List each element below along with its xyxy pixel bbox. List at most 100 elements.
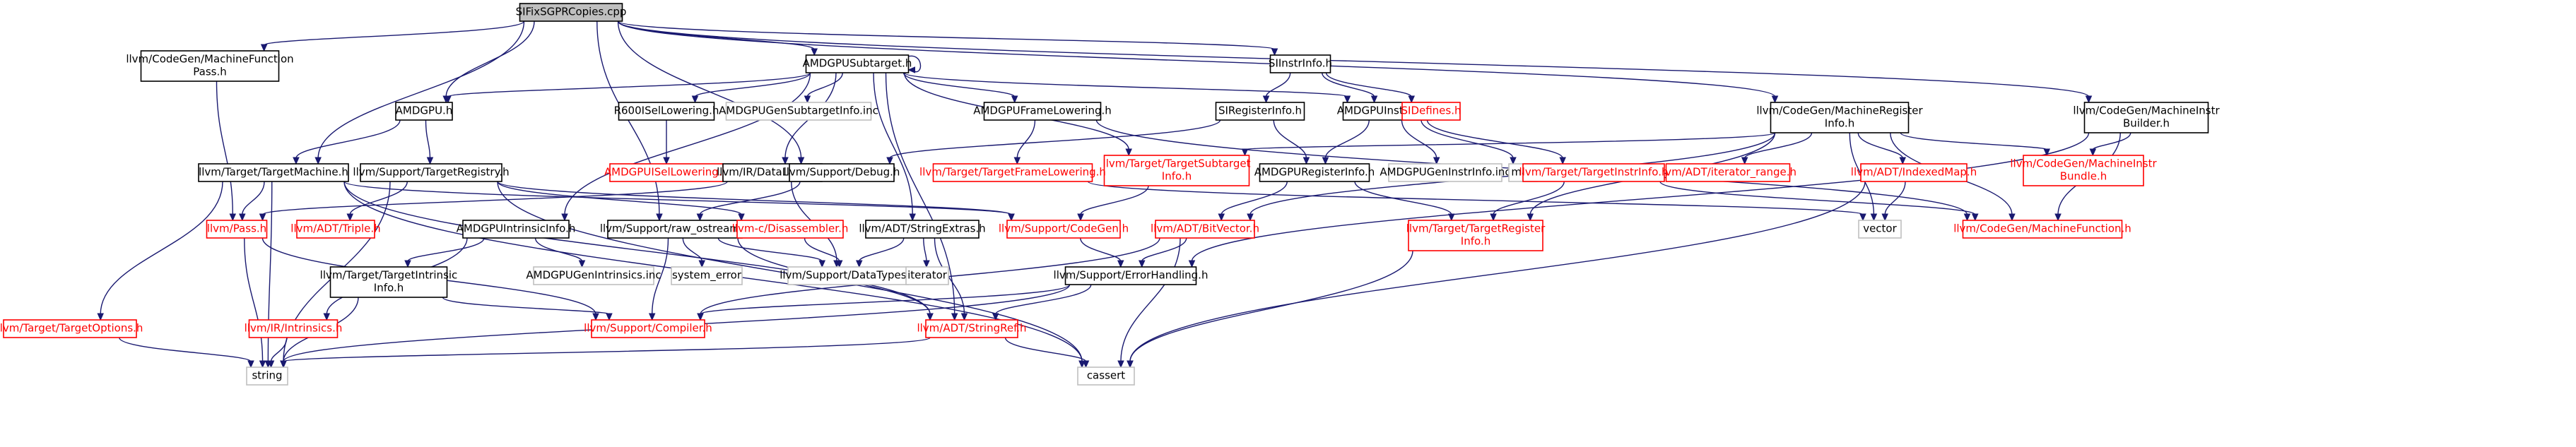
header-node-sidefines[interactable]: SIDefines.h [1401, 102, 1462, 121]
header-node-rawostream[interactable]: llvm/Support/raw_ostream.h [600, 220, 750, 239]
node-box [925, 319, 1018, 338]
node-label: AMDGPUGenInstrInfo.inc [1380, 166, 1510, 179]
node-label: AMDGPU.h [396, 105, 453, 117]
header-node-tinstrinfo[interactable]: llvm/Target/TargetInstrInfo.h [1519, 163, 1669, 182]
edge-bitvector-to-errorhandling [1138, 237, 1187, 268]
header-node-triple[interactable]: llvm/ADT/Triple.h [290, 220, 381, 239]
header-node-r600[interactable]: R600ISelLowering.h [614, 102, 719, 121]
edge-tframelowering-to-vector [1087, 181, 1866, 222]
node-label: llvm/Target/TargetSubtarget [1103, 157, 1251, 170]
edge-disassembler-to-datatypes [804, 237, 843, 268]
header-node-stringextras[interactable]: llvm/ADT/StringExtras.h [859, 220, 986, 239]
header-node-siinstrinfo[interactable]: SIInstrInfo.h [1269, 54, 1332, 73]
node-label: Pass.h [193, 66, 226, 78]
node-box [805, 54, 910, 73]
edge-mri-to-indexedmap [1857, 132, 1907, 165]
header-node-indexedmap[interactable]: llvm/ADT/IndexedMap.h [1851, 163, 1977, 182]
edge-root-to-rawostream [596, 20, 663, 222]
node-box [1269, 54, 1331, 73]
node-box [246, 366, 288, 386]
node-box [932, 163, 1093, 182]
edge-root-to-siinstrinfo [617, 20, 1278, 56]
edge-subtarget-to-gensubtarget [804, 72, 843, 104]
node-label: llvm/Target/TargetOptions.h [0, 322, 143, 335]
node-box [1962, 220, 2123, 239]
node-box [206, 220, 268, 239]
edge-rawostream-to-datatypes [717, 237, 826, 268]
node-label: llvm/ADT/Triple.h [290, 222, 380, 235]
node-box [2083, 102, 2209, 133]
header-node-errorhandling[interactable]: llvm/Support/ErrorHandling.h [1054, 266, 1208, 285]
node-box [1064, 266, 1197, 285]
node-label: llvm/IR/Intrinsics.h [245, 322, 343, 335]
node-label: llvm/CodeGen/MachineFunction [126, 53, 293, 66]
header-node-pass[interactable]: llvm/Pass.h [206, 220, 268, 239]
node-label: AMDGPUIntrinsicInfo.h [457, 222, 576, 235]
node-label: SIInstrInfo.h [1269, 57, 1332, 70]
header-node-cassert: cassert [1077, 366, 1135, 386]
header-node-intrinsicinfo[interactable]: AMDGPUIntrinsicInfo.h [457, 220, 576, 239]
edge-amdgpu-to-targetregistry [425, 119, 434, 165]
header-node-iteratorrange[interactable]: llvm/ADT/iterator_range.h [1659, 163, 1796, 182]
node-box [905, 266, 949, 285]
header-node-targetoptions[interactable]: llvm/Target/TargetOptions.h [0, 319, 143, 338]
node-label: llvm/CodeGen/MachineInstr [2010, 157, 2157, 170]
header-node-framelowering[interactable]: AMDGPUFrameLowering.h [973, 102, 1112, 121]
edge-root-to-amdgpu [442, 20, 535, 104]
node-box [1408, 220, 1543, 251]
node-label: AMDGPUGenSubtargetInfo.inc [719, 105, 878, 117]
node-label: vector [1863, 222, 1897, 235]
node-label: llvm/ADT/IndexedMap.h [1851, 166, 1977, 179]
node-label: Info.h [1162, 170, 1192, 183]
edge-stringextras-to-stringref [934, 237, 968, 321]
header-node-targetmachine[interactable]: llvm/Target/TargetMachine.h [198, 163, 349, 182]
edge-mri-to-mibundle [1900, 132, 2051, 157]
header-node-root[interactable]: SIFixSGPRCopies.cpp [516, 3, 627, 22]
edge-targetmachine-to-pass [239, 181, 265, 222]
header-node-stringref[interactable]: llvm/ADT/StringRef.h [917, 319, 1027, 338]
header-node-amdgpuregisterinfo[interactable]: AMDGPURegisterInfo.h [1254, 163, 1375, 182]
header-node-amdgpu[interactable]: AMDGPU.h [395, 102, 453, 121]
edge-codegen-to-errorhandling [1080, 237, 1124, 268]
edge-stringref-to-cassert [1004, 337, 1090, 369]
node-box [1665, 163, 1791, 182]
edge-mib-to-errorhandling [1188, 132, 2090, 268]
edge-root-to-mri [617, 20, 1779, 104]
header-node-intrinsics[interactable]: llvm/IR/Intrinsics.h [245, 319, 343, 338]
node-box [533, 266, 654, 285]
node-label: Builder.h [2123, 117, 2170, 130]
header-node-genintrinsics: AMDGPUGenIntrinsics.inc [526, 266, 661, 285]
node-box [140, 50, 280, 82]
node-box [1860, 163, 1968, 182]
header-node-machinefunction[interactable]: llvm/CodeGen/MachineFunction.h [1953, 220, 2131, 239]
header-node-subtarget[interactable]: AMDGPUSubtarget.h [803, 54, 912, 73]
header-node-compiler[interactable]: llvm/Support/Compiler.h [584, 319, 712, 338]
node-box [591, 319, 705, 338]
header-node-codegen[interactable]: llvm/Support/CodeGen.h [999, 220, 1129, 239]
node-label: iterator [907, 269, 948, 282]
node-box [198, 163, 349, 182]
node-label: AMDGPUGenIntrinsics.inc [526, 269, 661, 282]
header-node-debug[interactable]: llvm/Support/Debug.h [784, 163, 900, 182]
edge-intrinsicinfo-to-tintrinsicinfo [404, 237, 485, 268]
header-node-bitvector[interactable]: llvm/ADT/BitVector.h [1151, 220, 1259, 239]
header-node-tframelowering[interactable]: llvm/Target/TargetFrameLowering.h [919, 163, 1106, 182]
edge-amdgpuregisterinfo-to-bitvector [1218, 181, 1288, 222]
node-label: llvm/Support/DataTypes.h [780, 269, 917, 282]
edge-debug-to-rawostream [696, 181, 801, 222]
header-node-targetregistry[interactable]: llvm/Support/TargetRegistry.h [353, 163, 510, 182]
header-node-disassembler[interactable]: llvm-c/Disassembler.h [732, 220, 849, 239]
edge-subtarget-to-stringref [885, 72, 958, 321]
node-label: llvm/CodeGen/MachineInstr [2073, 105, 2220, 117]
header-node-isellowering[interactable]: AMDGPUISelLowering.h [604, 163, 729, 182]
node-label: llvm/Support/TargetRegistry.h [353, 166, 509, 179]
edge-targetoptions-to-string [119, 337, 254, 369]
header-node-siregisterinfo[interactable]: SIRegisterInfo.h [1215, 102, 1305, 121]
